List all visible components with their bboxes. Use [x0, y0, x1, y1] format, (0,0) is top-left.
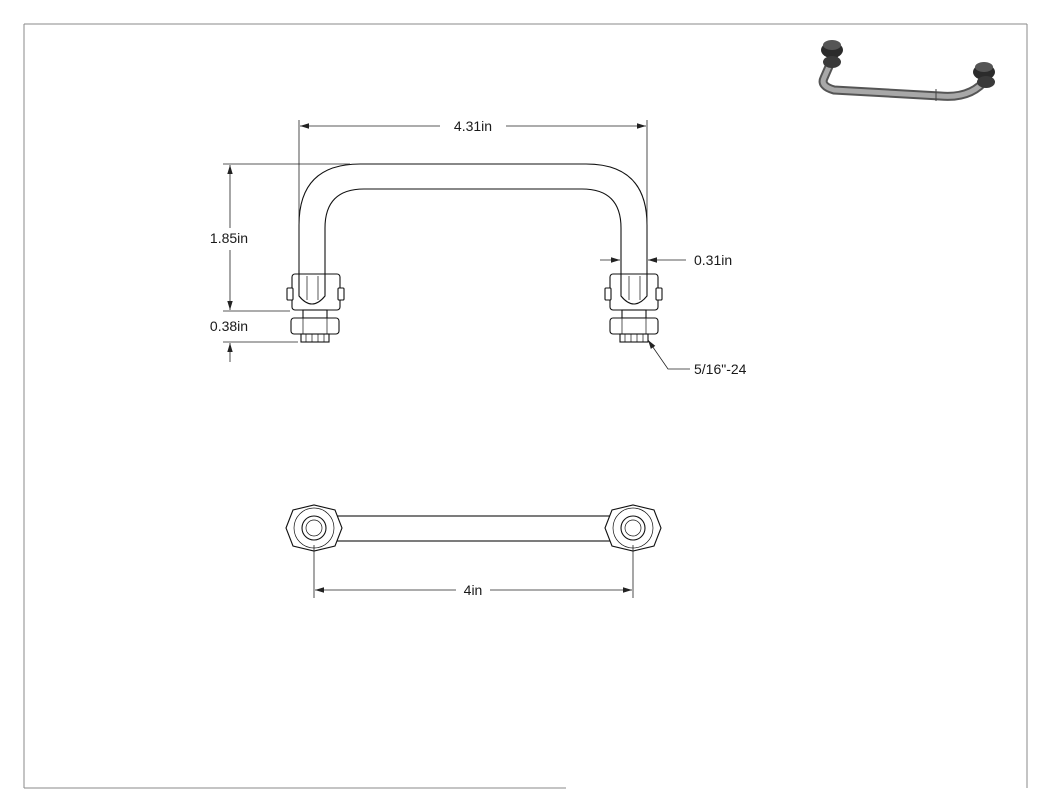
dimension-center-to-center: 4in — [313, 545, 634, 598]
dimension-thread-length: 0.38in — [210, 318, 298, 362]
dimension-height: 1.85in — [210, 163, 350, 312]
dimension-rod-diameter: 0.31in — [600, 252, 732, 268]
thread-length-label: 0.38in — [210, 318, 248, 334]
right-mounting-post — [604, 273, 663, 343]
thread-callout: 5/16"-24 — [647, 339, 747, 377]
rod-diameter-label: 0.31in — [694, 252, 732, 268]
overall-width-label: 4.31in — [454, 118, 492, 134]
center-to-center-label: 4in — [464, 582, 483, 598]
top-view-bar — [327, 515, 615, 542]
isometric-view — [818, 40, 995, 101]
sheet-border — [23, 23, 1028, 789]
left-end-nut — [285, 504, 343, 552]
dimension-overall-width: 4.31in — [298, 118, 648, 270]
top-view: 4in — [285, 504, 662, 598]
right-end-nut — [604, 504, 662, 552]
height-label: 1.85in — [210, 230, 248, 246]
handle-outer-outline — [298, 163, 648, 305]
thread-spec-label: 5/16"-24 — [694, 361, 747, 377]
front-view: 4.31in 1.85in 0.38in 0.31in 5/16"-24 — [210, 118, 747, 377]
left-mounting-post — [286, 273, 345, 343]
